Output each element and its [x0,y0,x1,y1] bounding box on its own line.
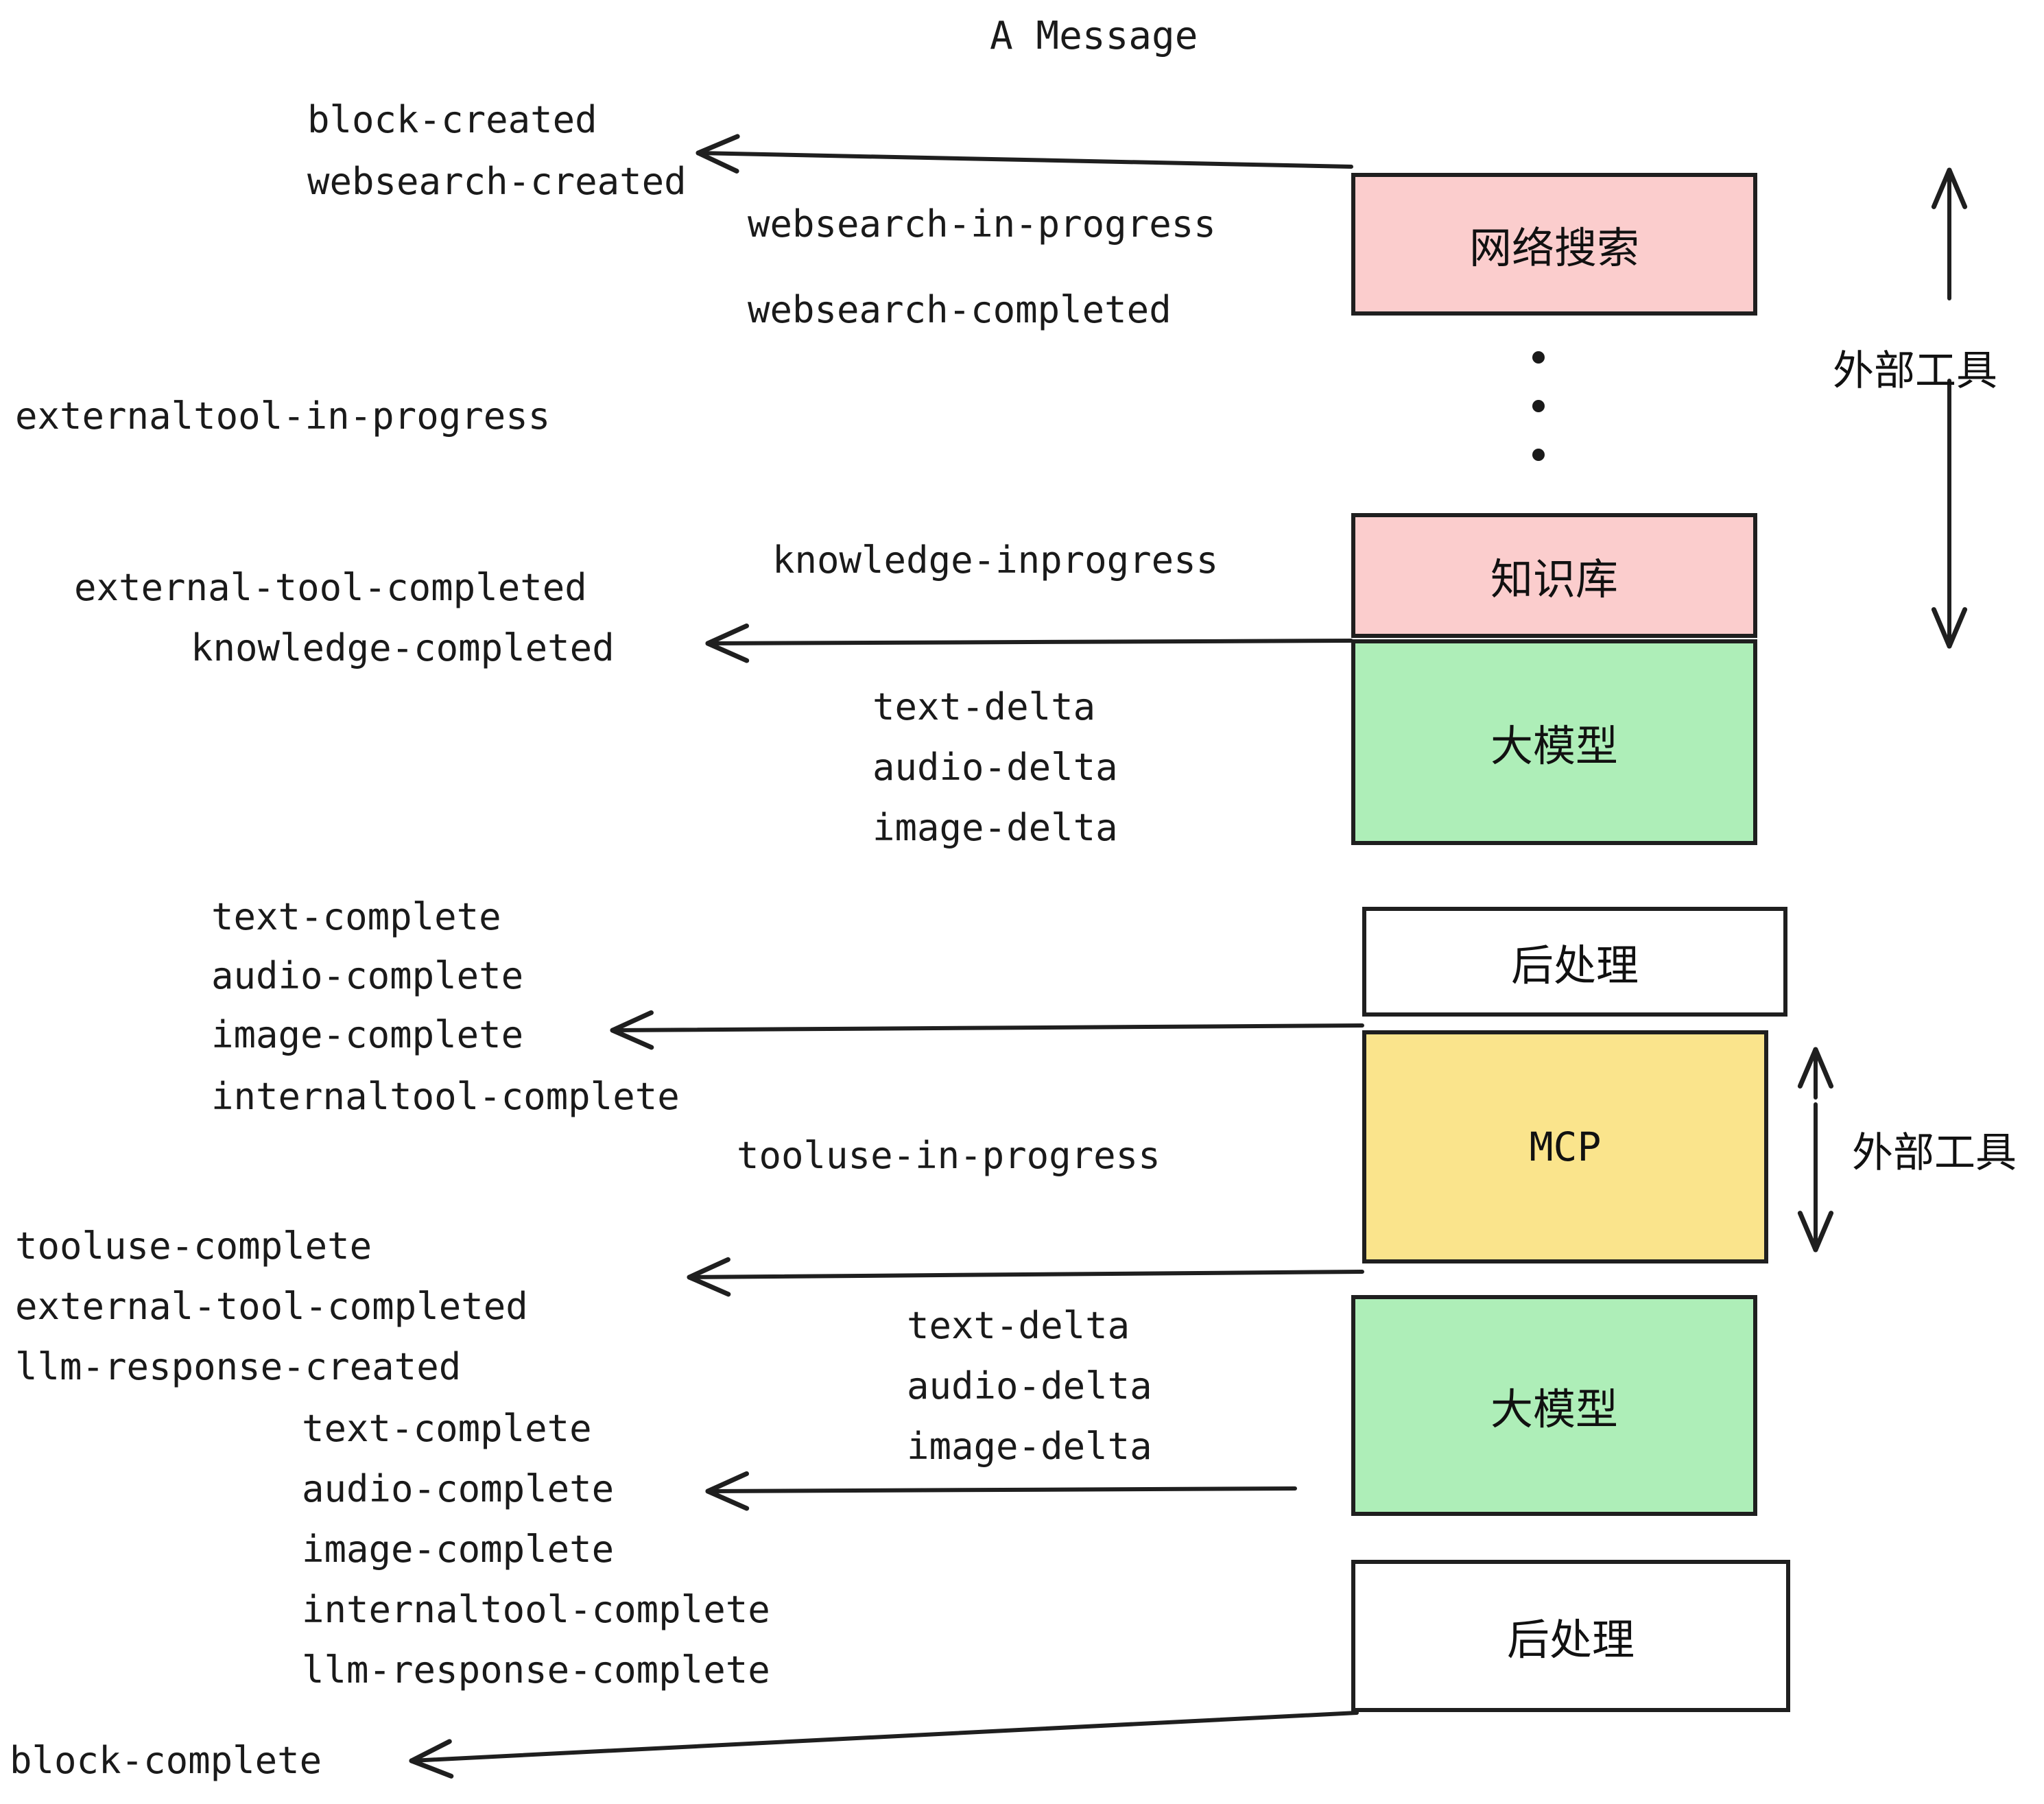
arrow-websearch-created [696,134,1353,174]
node-knowledge: 知识库 [1351,513,1757,638]
node-post-2: 后处理 [1351,1560,1790,1712]
event-label: websearch-completed [748,288,1172,331]
ellipsis-dots [1532,351,1545,461]
event-label: image-delta [907,1425,1152,1468]
external-tool-down-top [1931,379,1968,649]
arrow-block-complete [409,1711,1359,1779]
arrowhead [705,1471,750,1511]
event-label: audio-complete [211,954,524,997]
node-mcp: MCP [1362,1030,1768,1263]
arrow-image-complete [610,1010,1364,1050]
event-label: text-complete [302,1407,592,1450]
arrowhead [705,623,750,663]
arrowhead [409,1739,454,1779]
page-title: A Message [990,14,1198,58]
group-label-external-tool-top: 外部工具 [1833,347,1997,395]
event-label: knowledge-completed [191,626,615,669]
arrow-audio-complete [705,1471,1297,1511]
node-label: 后处理 [1510,940,1639,990]
event-label: image-complete [302,1528,615,1571]
event-label: audio-delta [872,746,1118,789]
arrow-image-complete-shaft [610,1023,1364,1032]
event-label: tooluse-in-progress [737,1134,1161,1177]
arrowhead [1797,1211,1834,1253]
event-label: external-tool-completed [74,566,587,609]
arrowhead [1931,607,1968,649]
event-label: external-tool-completed [15,1285,528,1328]
arrow-external-tool-completed-shaft [687,1270,1364,1279]
node-websearch: 网络搜索 [1351,173,1757,316]
arrowhead [687,1257,731,1297]
event-label: websearch-in-progress [748,202,1216,246]
node-llm-2: 大模型 [1351,1295,1757,1516]
node-label: 知识库 [1490,554,1618,604]
event-label: image-complete [211,1013,524,1056]
node-label: 后处理 [1506,1615,1635,1665]
arrow-knowledge-completed-shaft [706,639,1353,645]
ellipsis-dot [1532,400,1545,412]
external-tool-up-top [1931,167,1968,300]
node-llm-1: 大模型 [1351,639,1757,845]
event-label: text-delta [872,685,1096,728]
node-label: MCP [1529,1124,1602,1170]
arrow-external-tool-completed [687,1257,1364,1297]
event-label: websearch-created [307,160,687,203]
node-label: 大模型 [1490,1384,1618,1434]
event-label: block-created [307,98,597,141]
arrowhead [1931,167,1968,209]
event-label: image-delta [872,806,1118,849]
event-label: externaltool-in-progress [15,394,551,438]
ellipsis-dot [1532,449,1545,461]
event-label: text-complete [211,895,501,938]
event-label: tooluse-complete [15,1224,372,1268]
arrow-block-complete-shaft [409,1711,1359,1763]
arrow-audio-complete-shaft [706,1486,1297,1493]
event-label: internaltool-complete [211,1075,680,1118]
arrow-websearch-created-shaft [696,151,1353,169]
event-label: internaltool-complete [302,1588,770,1631]
event-label: audio-delta [907,1364,1152,1408]
node-label: 网络搜索 [1469,223,1639,273]
external-tool-up-bottom [1797,1047,1834,1100]
external-tool-down-bottom [1797,1102,1834,1253]
node-post-1: 后处理 [1362,907,1787,1017]
event-label: block-complete [10,1739,322,1782]
event-label: text-delta [907,1304,1130,1347]
arrowhead [696,134,740,174]
arrowhead [610,1010,654,1050]
event-label: knowledge-inprogress [772,538,1219,582]
ellipsis-dot [1532,351,1545,364]
event-label: llm-response-complete [302,1648,770,1692]
event-label: llm-response-created [15,1345,462,1388]
group-label-external-tool-bottom: 外部工具 [1852,1129,2017,1177]
node-label: 大模型 [1490,721,1618,771]
arrow-knowledge-completed [705,623,1353,663]
event-label: audio-complete [302,1467,615,1510]
arrowhead [1797,1047,1834,1089]
